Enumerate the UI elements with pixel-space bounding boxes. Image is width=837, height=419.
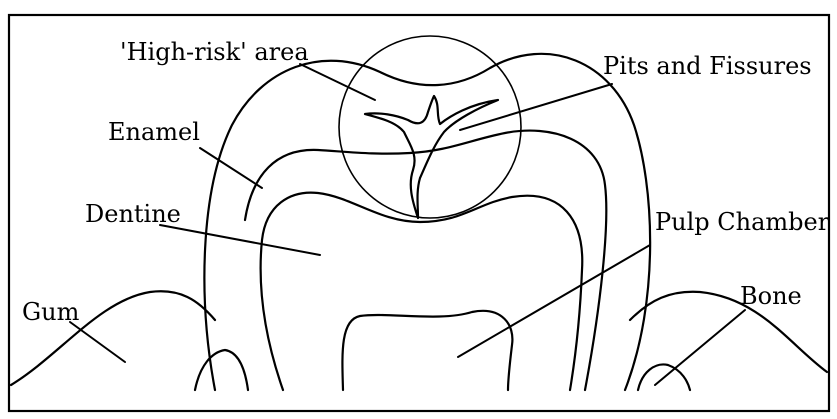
dentine-outline [261, 193, 583, 390]
label-enamel: Enamel [108, 118, 200, 146]
enamel-dentine-junction [245, 131, 606, 390]
label-gum: Gum [22, 298, 80, 326]
pulp-chamber-outline [342, 311, 512, 390]
bone-left-outline [195, 350, 248, 390]
leader-dentine [160, 225, 320, 255]
label-pulp-chamber: Pulp Chamber [655, 208, 830, 236]
leader-enamel [200, 148, 262, 188]
label-bone: Bone [740, 282, 802, 310]
leader-bone [655, 310, 745, 385]
leader-gum [70, 322, 125, 362]
leader-high-risk [300, 64, 375, 100]
high-risk-circle [339, 36, 521, 218]
pits-and-fissures-shape [365, 96, 498, 218]
label-dentine: Dentine [85, 200, 181, 228]
leader-pulp [458, 245, 650, 357]
label-high-risk-area: 'High-risk' area [120, 38, 309, 66]
label-pits-and-fissures: Pits and Fissures [603, 52, 812, 80]
